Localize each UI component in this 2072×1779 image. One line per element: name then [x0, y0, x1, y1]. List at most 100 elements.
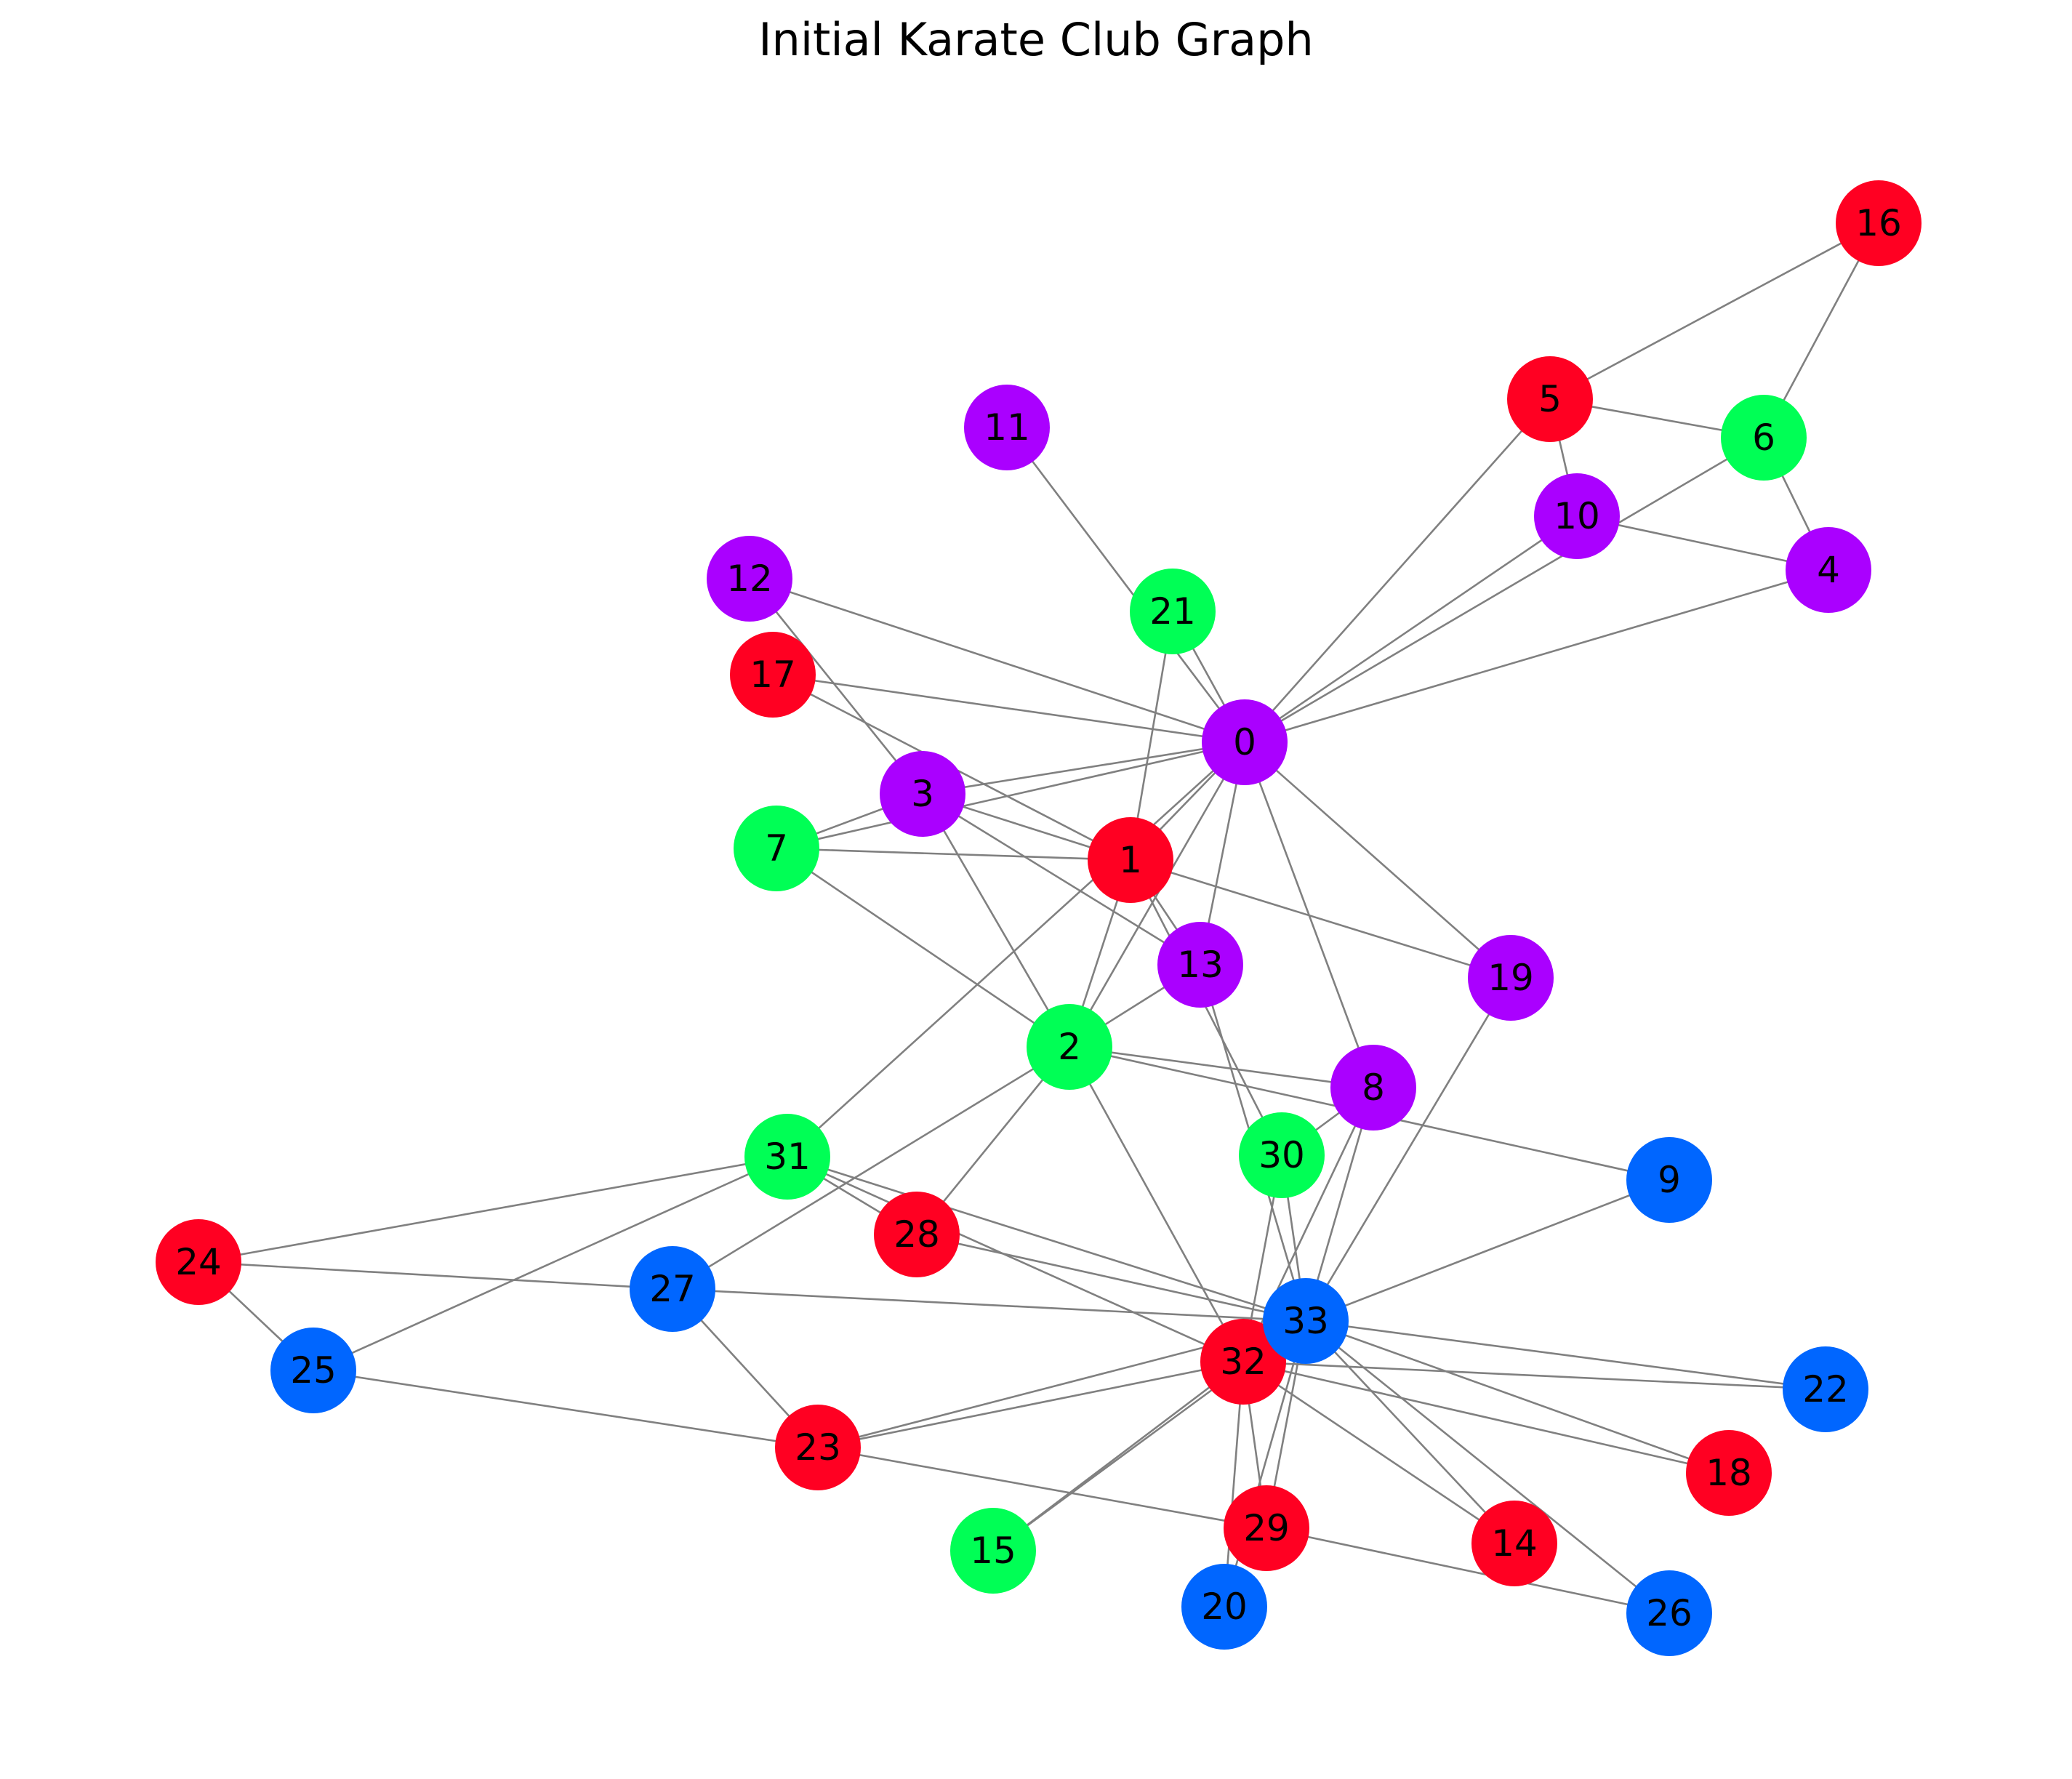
node-circle-13 [1157, 922, 1243, 1008]
node-circle-12 [707, 536, 792, 622]
node-circle-30 [1239, 1112, 1325, 1198]
edge-0-19 [1244, 742, 1511, 979]
node-19: 19 [1468, 935, 1554, 1021]
edge-22-33 [1305, 1320, 1826, 1391]
node-circle-20 [1181, 1564, 1267, 1650]
chart-title: Initial Karate Club Graph [758, 13, 1314, 66]
edge-1-19 [1130, 859, 1511, 979]
node-22: 22 [1783, 1346, 1868, 1432]
node-circle-1 [1088, 817, 1173, 903]
node-2: 2 [1027, 1004, 1112, 1090]
node-circle-11 [964, 385, 1050, 470]
node-label-9: 9 [1658, 1159, 1681, 1201]
node-label-15: 15 [970, 1530, 1016, 1572]
node-circle-7 [734, 806, 819, 891]
edge-19-33 [1304, 977, 1512, 1322]
node-label-19: 19 [1487, 957, 1534, 999]
node-label-24: 24 [175, 1241, 222, 1283]
edge-18-32 [1242, 1360, 1730, 1474]
edge-5-16 [1549, 222, 1879, 401]
edge-18-33 [1305, 1320, 1730, 1474]
edge-0-4 [1244, 569, 1829, 744]
node-label-13: 13 [1177, 944, 1224, 986]
node-label-10: 10 [1554, 495, 1600, 537]
node-1: 1 [1088, 817, 1173, 903]
node-circle-21 [1130, 569, 1216, 654]
node-circle-8 [1330, 1045, 1416, 1131]
node-circle-33 [1263, 1278, 1349, 1364]
node-circle-5 [1507, 356, 1593, 442]
node-label-22: 22 [1802, 1368, 1849, 1410]
node-label-4: 4 [1817, 549, 1840, 591]
node-10: 10 [1534, 473, 1620, 559]
node-label-12: 12 [726, 558, 773, 600]
node-circle-28 [874, 1192, 960, 1277]
node-8: 8 [1330, 1045, 1416, 1131]
edge-2-7 [776, 847, 1070, 1048]
edge-23-29 [817, 1446, 1267, 1530]
node-label-32: 32 [1220, 1341, 1266, 1383]
edge-0-17 [772, 673, 1245, 744]
node-32: 32 [1200, 1319, 1286, 1405]
node-label-26: 26 [1646, 1592, 1692, 1634]
edge-2-32 [1068, 1046, 1245, 1362]
node-12: 12 [707, 536, 792, 622]
node-label-0: 0 [1233, 721, 1256, 763]
node-6: 6 [1721, 395, 1807, 481]
edge-26-33 [1305, 1320, 1670, 1615]
node-16: 16 [1836, 180, 1922, 266]
node-21: 21 [1130, 569, 1216, 654]
node-label-28: 28 [894, 1213, 940, 1256]
node-label-30: 30 [1258, 1134, 1305, 1176]
edge-24-31 [198, 1155, 788, 1264]
node-20: 20 [1181, 1564, 1267, 1650]
edge-23-25 [313, 1369, 819, 1449]
edge-0-2 [1068, 742, 1246, 1048]
node-label-1: 1 [1119, 839, 1142, 881]
node-circle-16 [1836, 180, 1922, 266]
node-circle-29 [1224, 1485, 1309, 1571]
node-label-2: 2 [1058, 1026, 1081, 1068]
node-18: 18 [1686, 1430, 1772, 1516]
edge-2-3 [921, 793, 1071, 1048]
node-11: 11 [964, 385, 1050, 470]
node-circle-14 [1471, 1501, 1557, 1586]
node-4: 4 [1786, 527, 1871, 613]
edge-27-33 [672, 1288, 1306, 1322]
edge-31-32 [787, 1155, 1244, 1363]
node-label-11: 11 [984, 406, 1030, 449]
node-circle-25 [270, 1328, 356, 1413]
node-label-33: 33 [1282, 1300, 1329, 1342]
node-7: 7 [734, 806, 819, 891]
node-circle-17 [730, 632, 816, 718]
node-17: 17 [730, 632, 816, 718]
node-3: 3 [880, 751, 965, 837]
edge-2-8 [1069, 1045, 1374, 1089]
node-circle-23 [775, 1405, 861, 1490]
edge-9-33 [1305, 1178, 1670, 1322]
node-31: 31 [744, 1114, 830, 1200]
edge-14-32 [1242, 1360, 1515, 1545]
edge-26-29 [1266, 1527, 1670, 1615]
node-label-6: 6 [1752, 417, 1775, 459]
edge-31-33 [787, 1155, 1306, 1322]
node-30: 30 [1239, 1112, 1325, 1198]
node-circle-3 [880, 751, 965, 837]
node-29: 29 [1224, 1485, 1309, 1571]
edge-0-5 [1244, 398, 1551, 743]
node-label-29: 29 [1243, 1507, 1290, 1549]
edge-0-3 [922, 741, 1245, 795]
node-26: 26 [1626, 1570, 1712, 1656]
node-label-7: 7 [765, 827, 788, 870]
edge-23-32 [817, 1360, 1244, 1449]
edge-22-32 [1242, 1360, 1826, 1391]
node-15: 15 [950, 1508, 1036, 1594]
node-label-18: 18 [1706, 1452, 1752, 1494]
node-33: 33 [1263, 1278, 1349, 1364]
node-label-14: 14 [1491, 1522, 1538, 1565]
edge-0-12 [749, 577, 1245, 744]
node-28: 28 [874, 1192, 960, 1277]
node-circle-0 [1202, 699, 1288, 785]
node-0: 0 [1202, 699, 1288, 785]
